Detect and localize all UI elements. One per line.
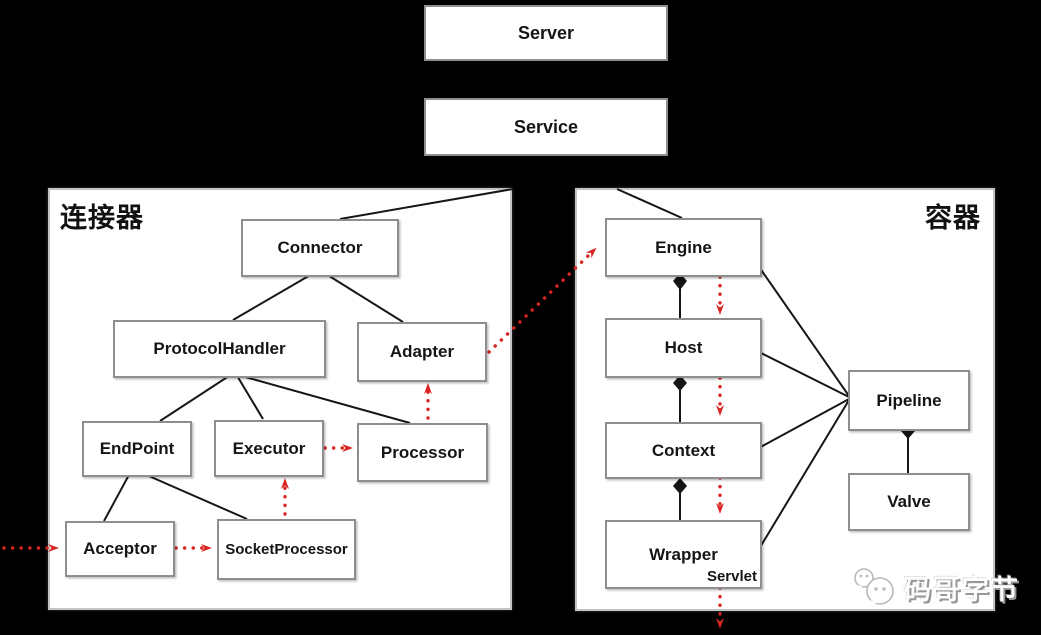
- host-box: Host: [605, 318, 762, 378]
- processor-box: Processor: [357, 423, 488, 482]
- container-panel-title: 容器: [925, 203, 981, 233]
- acceptor-box: Acceptor: [65, 521, 175, 577]
- valve-box: Valve: [848, 473, 970, 531]
- context-box: Context: [605, 422, 762, 479]
- wechat-chat-faces-icon: [854, 568, 894, 606]
- connector-box: Connector: [241, 219, 399, 277]
- servlet-label: Servlet: [706, 568, 757, 585]
- connector-panel-title: 连接器: [60, 203, 144, 233]
- executor-box: Executor: [214, 420, 324, 477]
- socket-processor-box: SocketProcessor: [217, 519, 356, 580]
- wrapper-box: Wrapper Servlet: [605, 520, 762, 589]
- service-box: Service: [424, 98, 668, 156]
- wrapper-box-label: Wrapper: [649, 544, 718, 564]
- watermark-text: 码哥字节: [904, 574, 1020, 605]
- black-association-lines: [103, 188, 909, 550]
- protocol-handler-box: ProtocolHandler: [113, 320, 326, 378]
- endpoint-box: EndPoint: [82, 421, 192, 477]
- red-dotted-flow-arrows: [2, 247, 724, 629]
- engine-box: Engine: [605, 218, 762, 277]
- adapter-box: Adapter: [357, 322, 487, 382]
- watermark: 码哥字节: [850, 566, 1020, 608]
- server-box: Server: [424, 5, 668, 61]
- pipeline-box: Pipeline: [848, 370, 970, 431]
